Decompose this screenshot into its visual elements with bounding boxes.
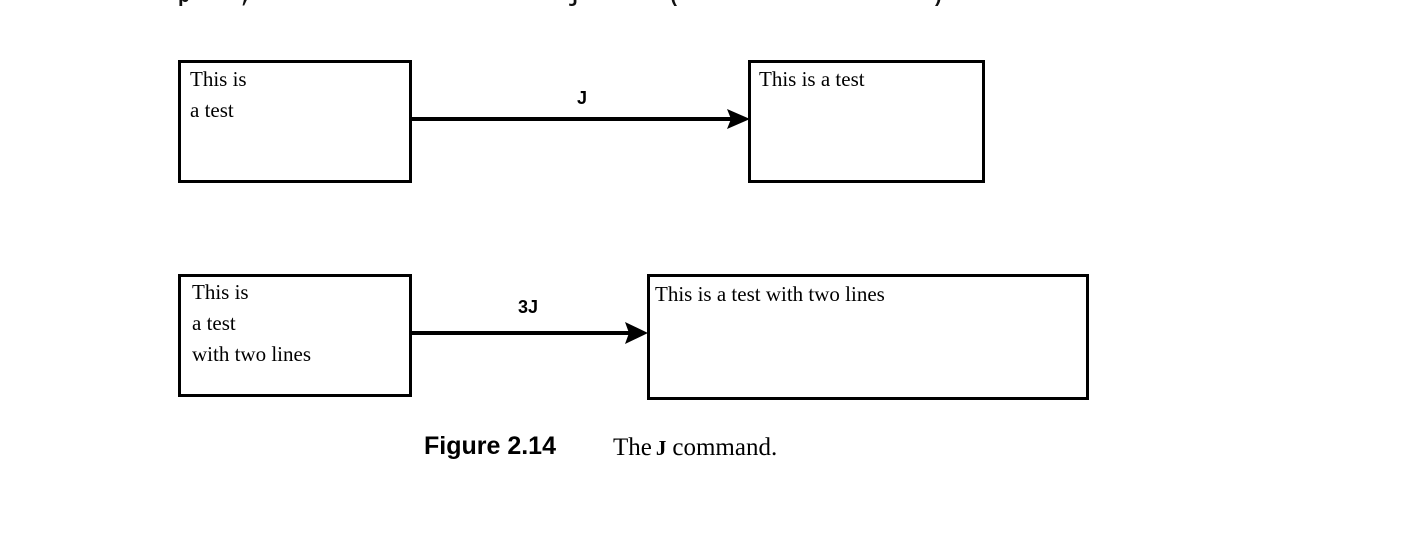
row2-arrow [412,322,648,344]
row2-before-line: This is [192,280,249,304]
row1-command-label: J [577,88,588,108]
row1-after-line: This is a test [759,67,865,91]
row1-before-box: This is a test [178,60,412,183]
row1-arrowhead-icon [727,109,750,129]
row2-command-label: 3J [518,297,539,317]
cutoff-text-fragment: j [568,0,580,9]
row2-before-line: a test [192,311,236,335]
row1-before-line: This is [190,67,247,91]
row1-after-box: This is a test [748,60,985,183]
caption-text-after: command. [672,434,778,461]
row2-after-line: This is a test with two lines [655,282,885,306]
caption-command: J [655,436,667,460]
cutoff-text-fragment: , [240,0,252,9]
row1-arrow [412,109,750,129]
row2-before-box: This is a test with two lines [178,274,412,397]
cutoff-text-fragment: ( [668,0,680,9]
caption-text-before: The [613,434,652,461]
row2-after-box: This is a test with two lines [647,274,1089,400]
cutoff-text-fragment: p [178,0,190,9]
row2-arrowhead-icon [625,322,648,344]
row1-before-line: a test [190,98,234,122]
row2-before-line: with two lines [192,342,311,366]
cutoff-text-fragment: ) [932,0,944,9]
figure-label: Figure 2.14 [424,432,556,460]
